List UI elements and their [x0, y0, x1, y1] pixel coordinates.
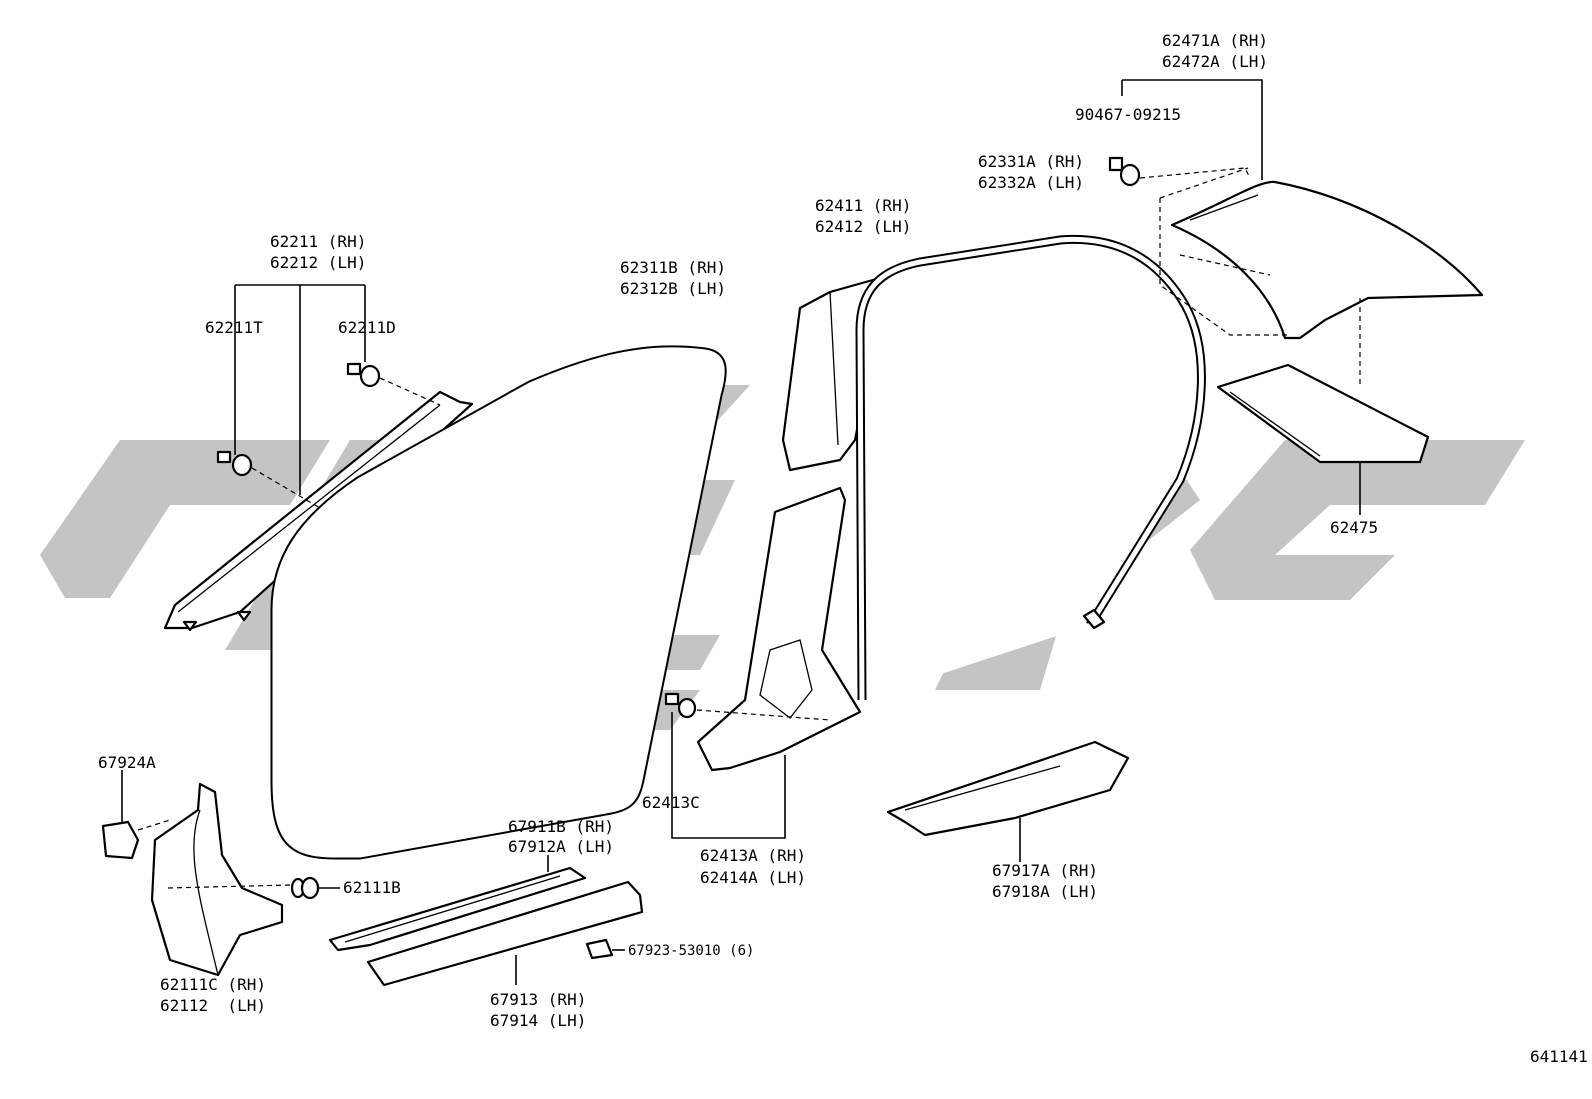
label-62211T: 62211T [205, 318, 263, 337]
clip-67923-icon [585, 938, 614, 960]
label-62332A: 62332A (LH) [978, 173, 1084, 192]
label-62413A: 62413A (RH) [700, 846, 806, 865]
clip-62111B-icon [290, 876, 320, 900]
clip-62211T-icon [216, 450, 253, 477]
label-62112: 62112 (LH) [160, 996, 266, 1015]
front-scuff-plate-part [328, 866, 587, 952]
label-62211D: 62211D [338, 318, 396, 337]
label-67914: 67914 (LH) [490, 1011, 586, 1030]
label-62312B: 62312B (LH) [620, 279, 726, 298]
label-62111B: 62111B [343, 878, 401, 897]
label-62413C: 62413C [642, 793, 700, 812]
label-62311B: 62311B (RH) [620, 258, 726, 277]
label-62471A: 62471A (RH) [1162, 31, 1268, 50]
figure-number: 641141 [1530, 1047, 1588, 1066]
label-62111C: 62111C (RH) [160, 975, 266, 994]
clip-67924A-icon [101, 820, 140, 860]
clip-62413C-icon [664, 692, 697, 719]
label-67918A: 67918A (LH) [992, 882, 1098, 901]
roof-side-garnish-part [1170, 180, 1484, 340]
label-67912A: 67912A (LH) [508, 837, 614, 856]
cowl-side-trim-part [150, 782, 284, 977]
rear-door-weatherstrip-part [855, 234, 1206, 701]
label-90467: 90467-09215 [1075, 105, 1181, 124]
roof-pad-part [1216, 363, 1430, 464]
label-62211: 62211 (RH) [270, 232, 366, 251]
clip-90467-icon [1108, 156, 1141, 187]
label-62475: 62475 [1330, 518, 1378, 537]
label-67923: 67923-53010 (6) [628, 943, 754, 959]
front-door-weatherstrip-part [270, 345, 727, 860]
label-67911B: 67911B (RH) [508, 817, 614, 836]
label-62414A: 62414A (LH) [700, 868, 806, 887]
label-62331A: 62331A (RH) [978, 152, 1084, 171]
label-62412: 62412 (LH) [815, 217, 911, 236]
clip-62211D-icon [346, 362, 381, 388]
label-62472A: 62472A (LH) [1162, 52, 1268, 71]
label-67924A: 67924A [98, 753, 156, 772]
center-pillar-lower-garnish-part [696, 486, 862, 772]
label-62212: 62212 (LH) [270, 253, 366, 272]
rear-scuff-plate-part [886, 740, 1130, 837]
label-67917A: 67917A (RH) [992, 861, 1098, 880]
front-door-sill-part [366, 880, 644, 987]
label-67913: 67913 (RH) [490, 990, 586, 1009]
label-62411: 62411 (RH) [815, 196, 911, 215]
